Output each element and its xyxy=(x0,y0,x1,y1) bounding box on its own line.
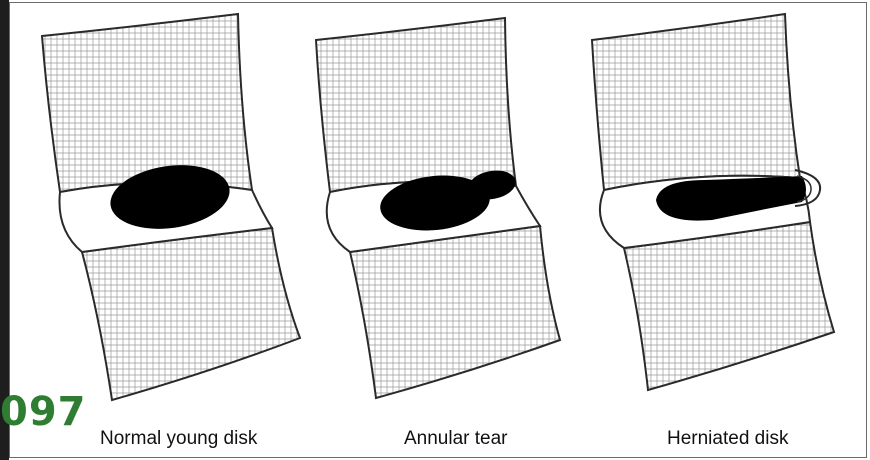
panel-annular-tear xyxy=(316,18,560,398)
upper-vertebra xyxy=(42,14,252,192)
panel-herniated-disk xyxy=(592,14,834,390)
caption-annular-tear: Annular tear xyxy=(404,428,508,450)
caption-herniated-disk: Herniated disk xyxy=(667,428,788,450)
upper-vertebra xyxy=(592,14,800,190)
panel-normal-young-disk xyxy=(42,14,300,400)
page-number: 097 xyxy=(0,392,87,432)
upper-vertebra xyxy=(316,18,516,192)
lower-vertebra xyxy=(624,222,834,390)
lower-vertebra xyxy=(350,226,560,398)
caption-normal-young-disk: Normal young disk xyxy=(100,428,257,450)
lower-vertebra xyxy=(82,228,300,400)
